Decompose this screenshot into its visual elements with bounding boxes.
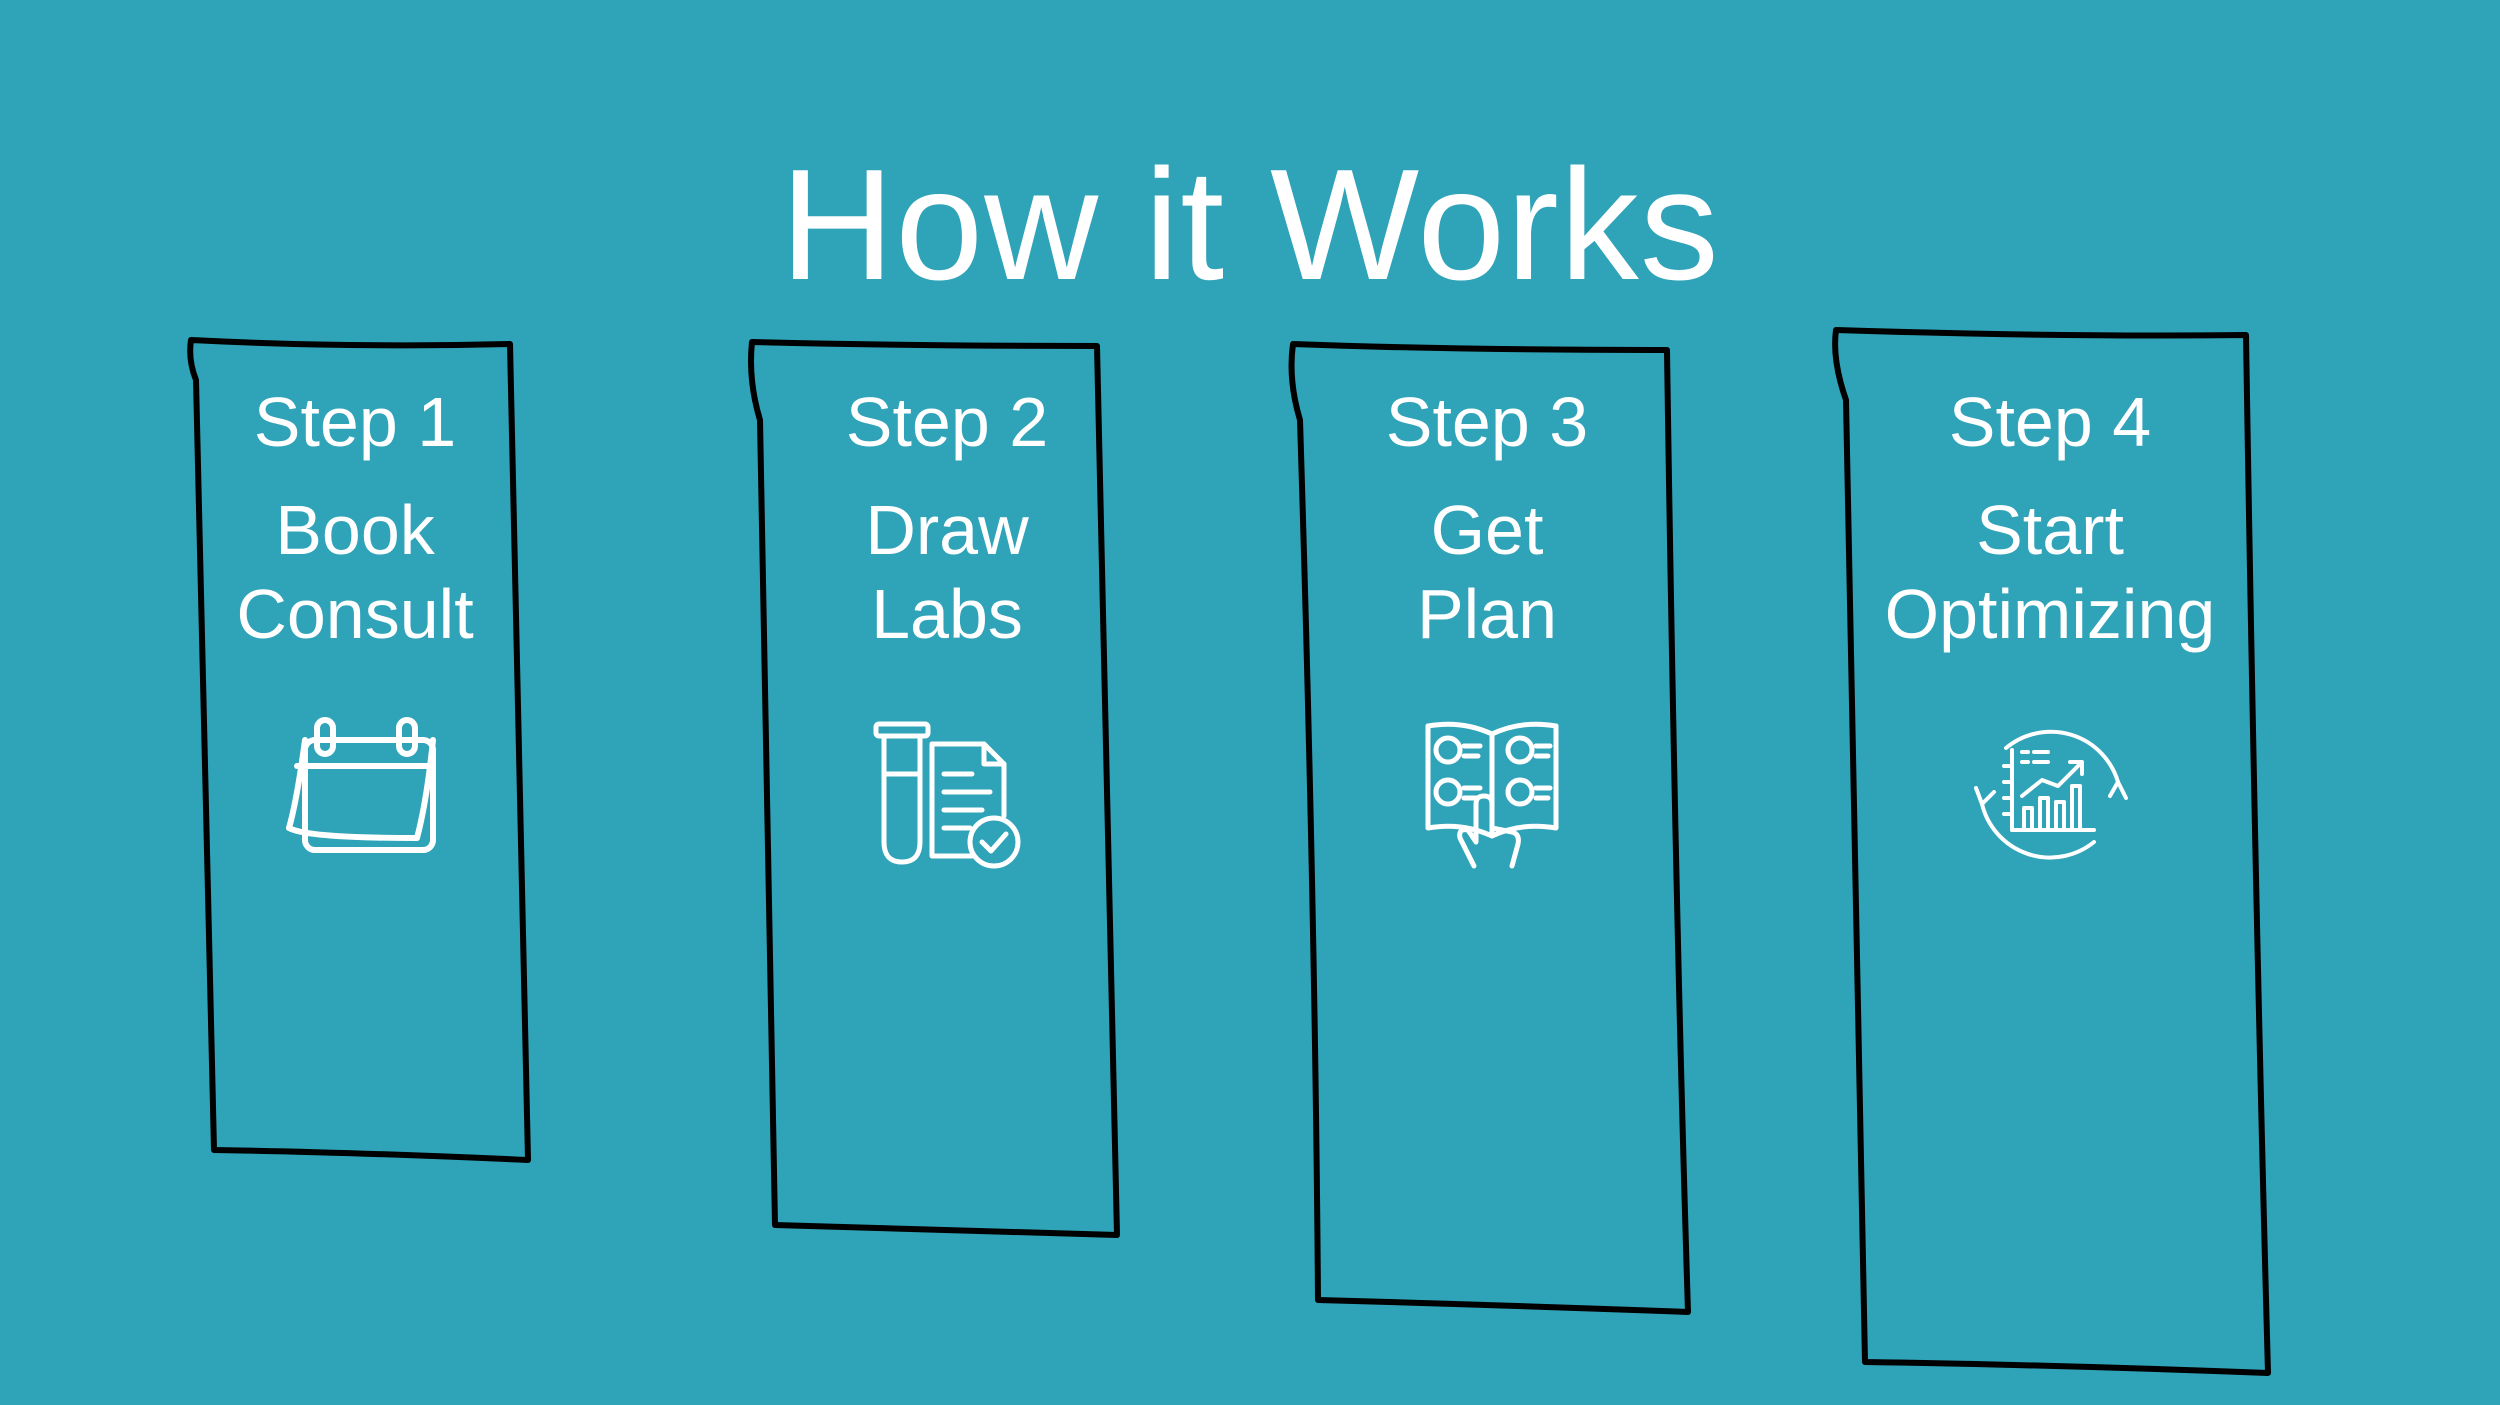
step-3-name: Get Plan — [1416, 491, 1558, 653]
step-1: Step 1 Book Consult — [145, 382, 565, 656]
step-1-label: Step 1 — [253, 383, 457, 461]
plan-booklet-icon — [1412, 718, 1572, 869]
step-2-label: Step 2 — [845, 383, 1049, 461]
lab-test-icon — [872, 721, 1032, 872]
step-4-label: Step 4 — [1948, 383, 2152, 461]
step-1-name: Book Consult — [236, 491, 474, 653]
step-2-name: Draw Labs — [865, 491, 1029, 653]
step-4: Step 4 Start Optimizing — [1840, 382, 2260, 656]
step-3-label: Step 3 — [1385, 383, 1589, 461]
step-4-name: Start Optimizing — [1884, 491, 2216, 653]
calendar-icon — [286, 710, 447, 860]
step-2: Step 2 Draw Labs — [737, 382, 1157, 656]
step-3: Step 3 Get Plan — [1277, 382, 1697, 656]
page-title: How it Works — [780, 137, 1720, 313]
growth-chart-icon — [1970, 718, 2130, 868]
